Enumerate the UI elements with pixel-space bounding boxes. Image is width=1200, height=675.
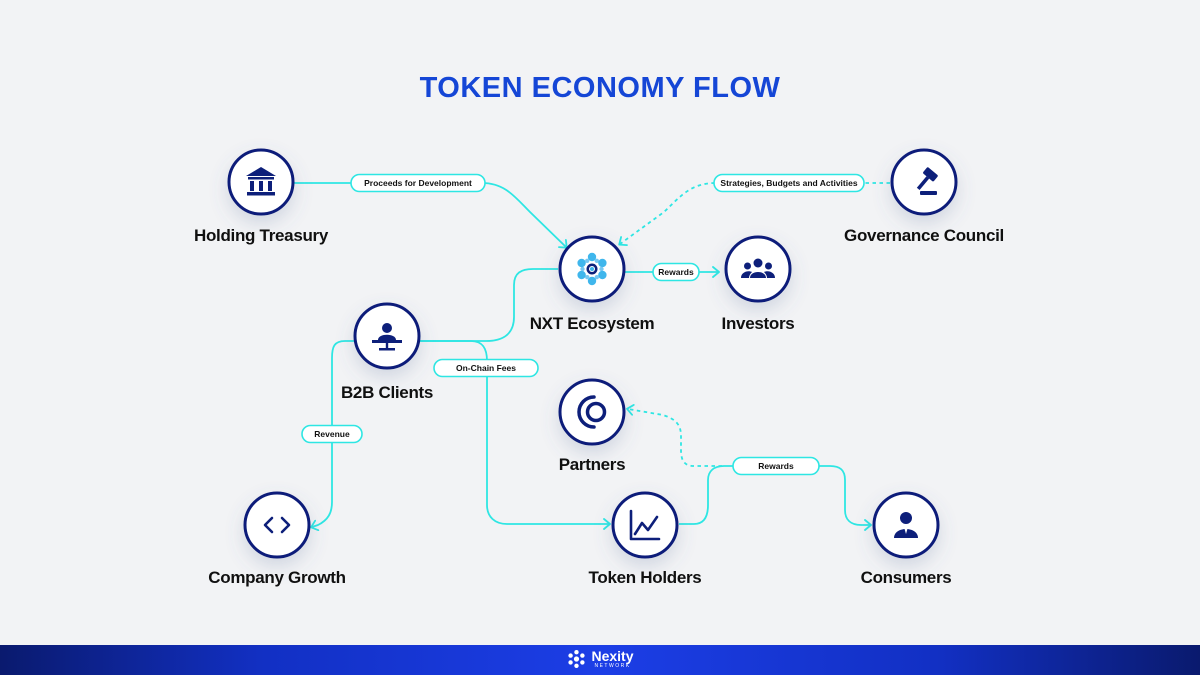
flow-label-pill: Revenue — [301, 424, 363, 444]
node-token-holders — [611, 491, 679, 559]
node-label-investors: Investors — [721, 314, 795, 333]
network-hexagon-icon — [577, 252, 607, 286]
flow-label-text: Revenue — [314, 429, 350, 439]
flow-label-text: Rewards — [658, 267, 694, 277]
node-governance-council — [890, 148, 958, 216]
node-label-partners: Partners — [558, 455, 626, 474]
flow-label-text: On-Chain Fees — [456, 363, 516, 373]
node-nxt-ecosystem — [558, 235, 626, 303]
flow-label-pill-box — [732, 456, 820, 476]
node-circle — [724, 235, 792, 303]
node-label-nxt-ecosystem: NXT Ecosystem — [529, 314, 655, 333]
node-investors — [724, 235, 792, 303]
flow-label-pill: Strategies, Budgets and Activities — [713, 173, 865, 193]
footer-brand-name: Nexity — [591, 648, 634, 664]
node-circle — [558, 378, 626, 446]
footer-logo: Nexity NETWORK — [566, 648, 634, 669]
node-holding-treasury — [227, 148, 295, 216]
footer-brand-sub: NETWORK — [594, 663, 631, 669]
node-consumers — [872, 491, 940, 559]
node-label-consumers: Consumers — [860, 568, 952, 587]
flow-edge-token-holders-to-partners — [626, 404, 722, 467]
flow-label-pill-box — [433, 358, 539, 378]
node-company-growth — [243, 491, 311, 559]
flow-diagram: Proceeds for Development Strategies, Budg… — [227, 148, 958, 559]
partner-rings-icon — [577, 395, 607, 429]
flow-label-text: Proceeds for Development — [364, 178, 472, 188]
nodes-layer — [227, 148, 958, 559]
flow-label-pill-box — [652, 262, 700, 282]
page-title: TOKEN ECONOMY FLOW — [419, 72, 781, 104]
node-label-b2b-clients: B2B Clients — [340, 383, 434, 402]
node-b2b-clients — [353, 302, 421, 370]
consumer-person-icon — [894, 512, 918, 538]
flow-label-text: Strategies, Budgets and Activities — [720, 178, 857, 188]
node-label-token-holders: Token Holders — [588, 568, 702, 587]
line-chart-icon — [629, 509, 661, 541]
pills-layer: Proceeds for Development Strategies, Budg… — [301, 173, 865, 476]
flow-edge-b2b-clients-to-token-holders — [418, 340, 611, 530]
flow-label-text: Rewards — [758, 461, 794, 471]
flow-label-pill-box — [350, 173, 486, 193]
node-circle — [872, 491, 940, 559]
footer-bar: Nexity NETWORK — [0, 645, 1200, 675]
node-partners — [558, 378, 626, 446]
flow-label-pill: Rewards — [652, 262, 700, 282]
flow-label-pill: Proceeds for Development — [350, 173, 486, 193]
flow-label-pill-box — [713, 173, 865, 193]
node-label-company-growth: Company Growth — [208, 568, 346, 587]
client-desk-icon — [372, 323, 402, 351]
flow-edge-holding-treasury-to-nxt-ecosystem — [294, 182, 568, 249]
flow-edge-b2b-clients-to-nxt-ecosystem — [418, 268, 558, 342]
code-brackets-icon — [263, 516, 291, 534]
node-circle — [243, 491, 311, 559]
nexity-logo-icon — [568, 650, 585, 668]
flow-label-pill: Rewards — [732, 456, 820, 476]
bank-icon — [246, 167, 276, 196]
node-label-holding-treasury: Holding Treasury — [193, 226, 329, 245]
gavel-icon — [916, 167, 938, 195]
users-group-icon — [741, 258, 775, 278]
node-label-governance-council: Governance Council — [844, 226, 1004, 245]
flow-label-pill-box — [301, 424, 363, 444]
flow-label-pill: On-Chain Fees — [433, 358, 539, 378]
